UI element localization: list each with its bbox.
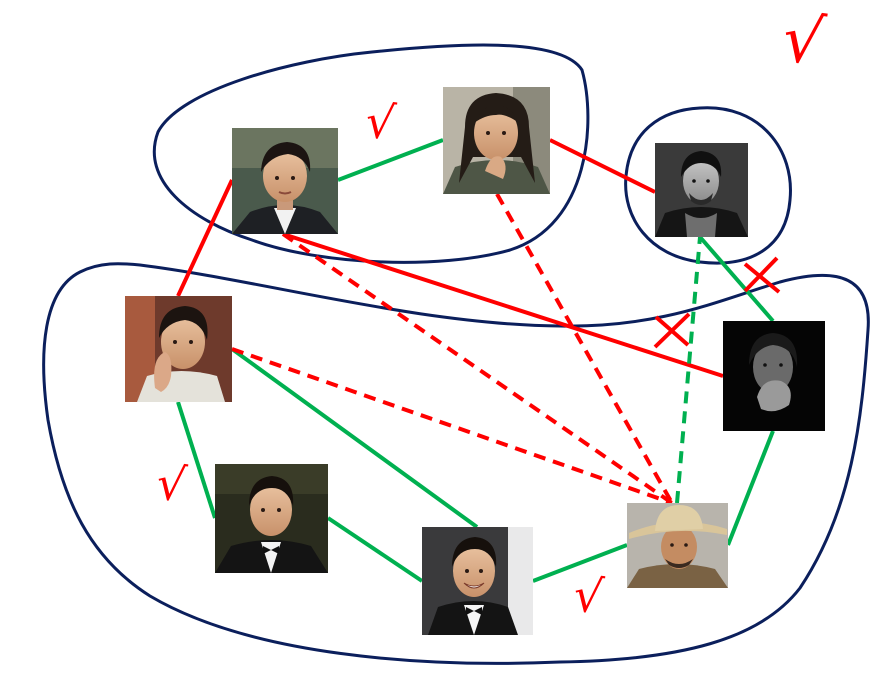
relation-line-p5-p1 [282,232,724,378]
portrait-p7 [422,527,533,635]
relation-line-p5-p3 [698,235,775,323]
portrait-p6 [215,464,328,573]
relation-line-p4-p7 [230,347,479,529]
portrait-p3 [655,143,748,237]
group-outlines [42,43,870,665]
portrait-p1 [232,128,338,234]
cross-mark-lower [653,312,691,349]
relation-line-p2-p3 [549,138,656,194]
relation-lines [176,138,775,583]
group-outline-bottom [42,262,870,665]
portrait-p4 [125,296,232,402]
annotation-marks: √ √ √ √ [154,2,829,624]
check-mark-left: √ [154,456,189,513]
relation-line-p4-p8 [231,347,673,505]
portrait-p5 [723,321,825,431]
relation-line-p1-p2 [337,138,444,182]
relation-line-p2-p8 [495,193,674,504]
group-outline-top [152,43,590,264]
portraits [125,87,825,635]
check-mark-top-right: √ [778,2,829,81]
relation-line-p7-p8 [532,543,628,583]
portrait-p8 [627,503,728,588]
portrait-p2 [443,87,550,194]
relation-line-p1-p8 [281,232,674,505]
group-outline-right-small [624,106,792,265]
relation-line-p8-p3 [675,236,702,504]
cross-mark-upper [743,256,781,294]
relation-line-p6-p7 [326,516,424,583]
relation-line-p5-p8 [726,430,775,546]
check-mark-bottom: √ [571,567,606,624]
relation-line-p1-p4 [176,179,234,297]
relation-line-p4-p6 [176,401,217,519]
check-mark-top-group: √ [363,94,398,151]
